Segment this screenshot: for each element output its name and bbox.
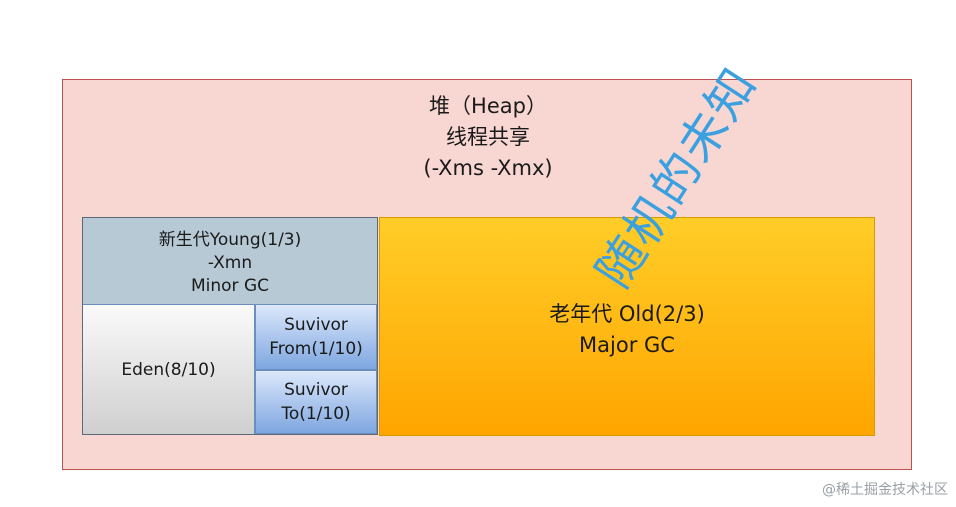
survivor-from-line1: Suvivor (284, 315, 348, 335)
survivor-from-line2: From(1/10) (269, 339, 363, 359)
young-generation-box: 新生代Young(1/3) -Xmn Minor GC Eden(8/10) S… (82, 217, 378, 435)
eden-label: Eden(8/10) (121, 359, 216, 380)
eden-box: Eden(8/10) (83, 304, 255, 434)
heap-title-line3: (-Xms -Xmx) (423, 156, 553, 180)
old-generation-text: 老年代 Old(2/3) Major GC (380, 299, 874, 361)
heap-title-line1: 堆（Heap） (429, 94, 547, 118)
source-credit: @稀土掘金技术社区 (822, 482, 948, 498)
survivor-to-line2: To(1/10) (281, 404, 351, 424)
young-line2: -Xmn (207, 253, 253, 273)
survivor-from-box: Suvivor From(1/10) (255, 304, 377, 370)
young-line1: 新生代Young(1/3) (158, 230, 302, 250)
young-line3: Minor GC (190, 276, 269, 296)
heap-title: 堆（Heap） 线程共享 (-Xms -Xmx) (63, 91, 913, 184)
heap-title-line2: 线程共享 (446, 125, 530, 149)
young-generation-header: 新生代Young(1/3) -Xmn Minor GC (83, 218, 377, 304)
old-line2: Major GC (579, 333, 675, 357)
survivor-to-box: Suvivor To(1/10) (255, 370, 377, 434)
old-line1: 老年代 Old(2/3) (549, 302, 705, 326)
old-generation-box: 老年代 Old(2/3) Major GC (379, 217, 875, 436)
survivor-to-line1: Suvivor (284, 380, 348, 400)
